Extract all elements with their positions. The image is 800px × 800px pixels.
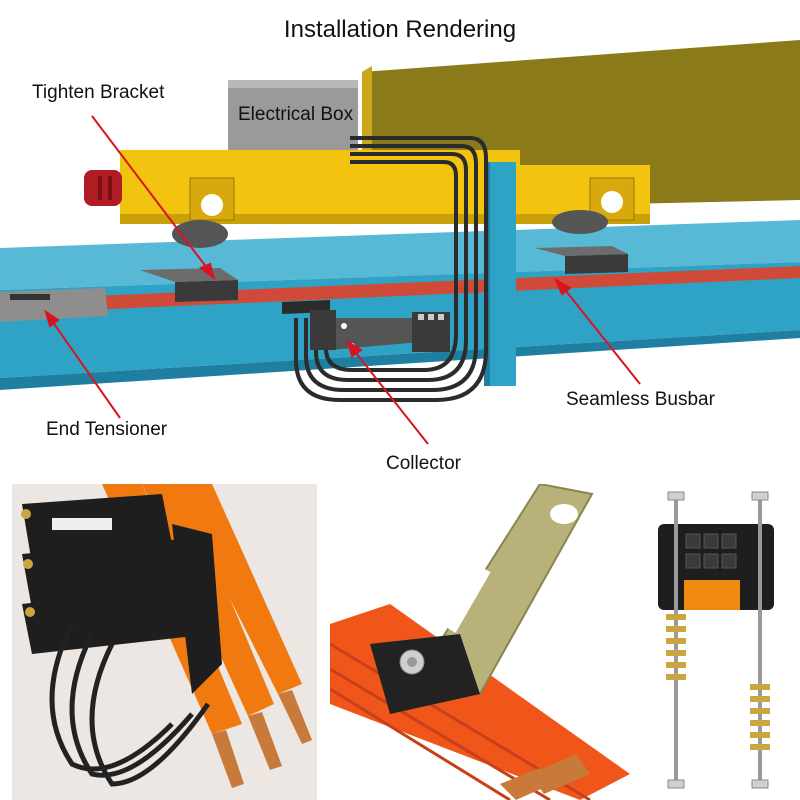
callout-arrows bbox=[44, 115, 641, 445]
label-collector: Collector bbox=[386, 453, 461, 474]
page-title: Installation Rendering bbox=[283, 16, 517, 43]
photo-tighten-bracket bbox=[330, 484, 635, 800]
end-truck-beam bbox=[120, 150, 520, 222]
support-post bbox=[488, 162, 516, 386]
end-tensioner-slot bbox=[10, 294, 50, 300]
label-electrical-box: Electrical Box bbox=[238, 104, 354, 125]
buffer bbox=[84, 170, 122, 206]
label-seamless-busbar: Seamless Busbar bbox=[566, 389, 715, 410]
tighten-bracket bbox=[175, 280, 238, 302]
label-end-tensioner: End Tensioner bbox=[46, 419, 168, 440]
label-tighten-bracket: Tighten Bracket bbox=[32, 82, 165, 103]
busbar-strip bbox=[0, 266, 800, 314]
photo-collectors-on-busbar bbox=[12, 484, 317, 800]
electrical-box bbox=[228, 80, 358, 150]
photo-collector-unit bbox=[648, 484, 800, 800]
rail-bottom-lip bbox=[0, 330, 800, 390]
installation-rendering bbox=[0, 40, 800, 445]
rail-bracket-right bbox=[565, 254, 628, 274]
collector-cables bbox=[294, 136, 488, 402]
